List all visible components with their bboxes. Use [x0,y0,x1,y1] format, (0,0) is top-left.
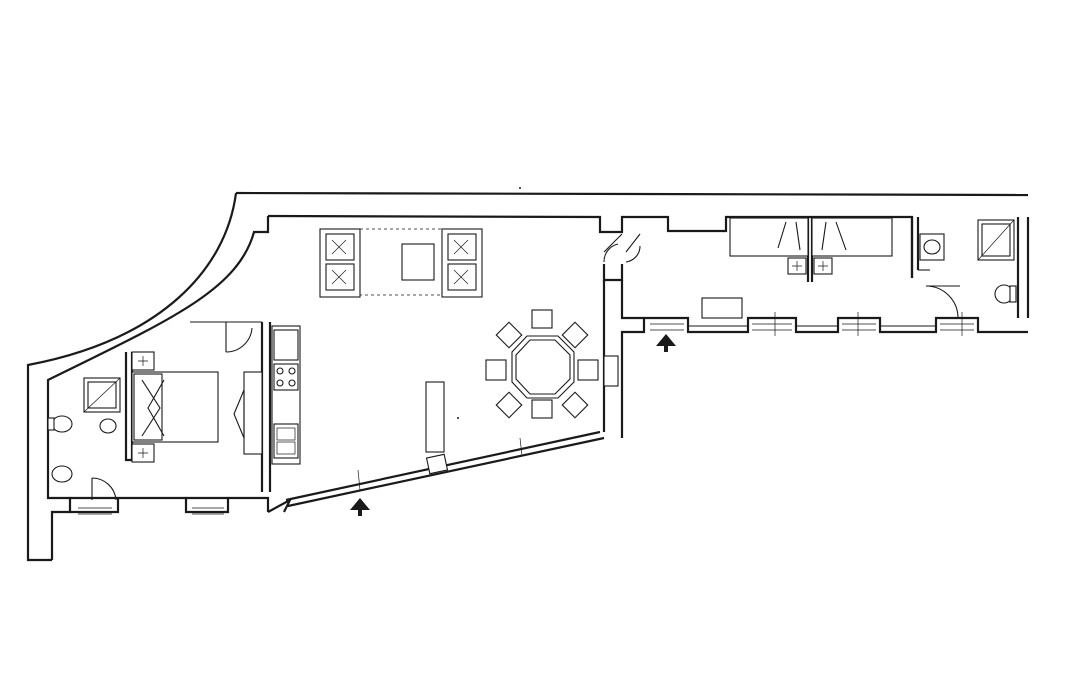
kitchen [271,325,301,465]
window-east-c [842,323,876,331]
entry-door-left [603,233,623,263]
desk-chair [233,389,245,439]
kitchen-west-wall [260,322,272,492]
octagonal-dining-table [511,335,575,399]
fridge [273,329,299,361]
east-south-wall [644,316,1028,334]
bathroom1-wall [124,352,134,462]
east-end-wall [1016,217,1030,318]
wardrobe [243,371,263,455]
diagonal-wall-stub [425,453,449,475]
curved-wall-inner [46,216,270,560]
side-cabinet [603,355,619,387]
twin-bed-left-fold [777,221,801,251]
living-diagonal-wall-line-2 [287,436,605,508]
window-east-a [650,323,684,331]
coffee-table [401,243,435,281]
window-east-d [940,323,974,331]
bedroom-2 [701,217,893,319]
bed-pillows [133,373,163,441]
stray-dot-2 [457,417,459,419]
bathroom-1 [47,377,121,483]
twin-bed-right-fold [821,221,847,251]
bathroom-2 [918,219,1017,304]
sofa-left [319,228,361,298]
washbasin-1 [51,465,73,483]
bathroom2-door [925,285,960,319]
south-walls [70,430,605,514]
bedroom1-door [225,322,253,353]
cooktop [273,363,299,391]
sideboard [425,381,445,453]
double-bed [131,371,219,443]
desk-east [701,297,743,319]
dining-chairs [485,309,599,419]
doors [91,233,960,501]
stray-dot [519,187,521,189]
north-wall-outer [235,191,1029,197]
octagonal-dining-table-inner [515,339,571,395]
window-bedroom1-b [192,507,224,515]
entry-door-right [625,233,641,263]
window-tick-b [519,437,523,457]
window-east-b [752,323,792,331]
east-wing [644,217,1030,334]
north-wall-inner [267,214,914,278]
up-arrow-icon [350,498,370,516]
window-bedroom1-a [78,507,112,515]
toilet-1 [51,415,73,433]
living-rug [359,228,443,296]
living-room [319,228,619,453]
entrance-arrow-main [350,498,370,516]
kitchen-sink [273,423,299,459]
living-east-wall-top [602,264,624,282]
east-partition-wall [910,217,920,278]
sofa-right [441,228,483,298]
curved-wall-outer [26,192,238,562]
bedroom2-partition [806,217,814,282]
windows [78,312,974,515]
living-diagonal-wall [267,497,293,513]
twin-bed-left [729,217,809,257]
bedroom-south-wall [70,496,270,514]
bed-blanket-fold [141,379,165,437]
bidet-1 [99,418,117,434]
bathroom1-door [91,477,117,501]
entrance-arrow-east [656,334,676,352]
kitchen-counter [271,325,301,465]
window-tick-a [357,469,361,491]
window-tick-c [774,312,963,336]
up-arrow-icon [656,334,676,352]
bedroom-1 [131,351,263,463]
outer-walls [26,191,1029,562]
